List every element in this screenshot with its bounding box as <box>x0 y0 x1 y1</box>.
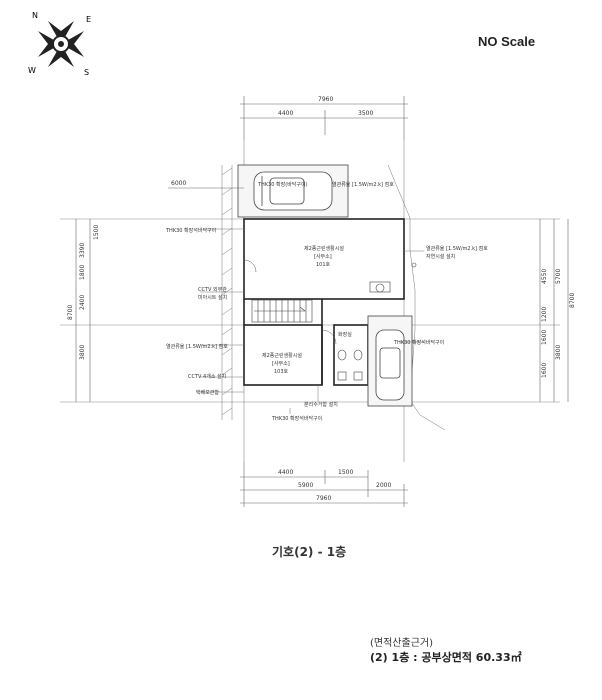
dim-left-3390: 3390 <box>79 243 86 258</box>
label-room-103-use: [사무소] <box>272 360 290 367</box>
dim-right-1600: 1600 <box>541 330 548 345</box>
dim-bottom-mid-right: 2000 <box>376 482 391 489</box>
area-calculation-line: (2) 1층 : 공부상면적 60.33㎡ <box>370 651 522 664</box>
dim-left-6000: 6000 <box>171 180 186 187</box>
dim-right-1200: 1200 <box>541 307 548 322</box>
toilet-fixtures <box>337 349 363 381</box>
dim-right-8700: 8700 <box>569 293 576 308</box>
dim-right-3800: 3800 <box>555 345 562 360</box>
label-room-103-name: 제2종근린생활시설 <box>262 352 302 359</box>
label-right-window: 열관류율 [1.5W/m2.k] 점호 <box>426 245 488 252</box>
label-cctv-top: CCTV 외부관 <box>198 286 227 293</box>
label-floor-note: 분리수거함 설치 <box>304 401 338 408</box>
dim-bottom-mid-left: 5900 <box>298 482 313 489</box>
label-cctv-top-sub: 미아시트 설치 <box>198 294 227 301</box>
label-left-window: THK30 확장석바닥구이 <box>165 227 216 234</box>
label-right-device: 자연시설 설치 <box>426 253 455 260</box>
dim-bottom-total: 7960 <box>316 495 331 502</box>
label-top-parking: THK30 확장(바닥구이) <box>257 181 308 188</box>
dim-left-2400: 2400 <box>79 295 86 310</box>
stair <box>251 299 313 323</box>
compass-s-label: S <box>84 68 89 77</box>
label-mail-box: 택배보관함 <box>196 389 219 396</box>
top-dimensions <box>240 96 408 140</box>
compass-e-label: E <box>86 15 91 24</box>
label-right-lower: THK30 확장석바닥구이 <box>393 339 444 346</box>
dim-right-4550: 4550 <box>541 269 548 284</box>
compass-icon: N E S W <box>28 11 91 77</box>
label-left-lower: 열관류율 [1.5W/m2.k] 점호 <box>166 343 228 350</box>
dim-left-3800: 3800 <box>79 345 86 360</box>
label-top-roof: 열관류율 [1.5W/m2.k] 점호 <box>332 181 394 188</box>
building-walls <box>243 218 405 386</box>
dim-bottom-inner-left: 4400 <box>278 469 293 476</box>
label-cctv-bottom: CCTV 4개소 설치 <box>188 373 226 380</box>
compass-n-label: N <box>32 11 38 20</box>
no-scale-label: NO Scale <box>478 34 536 49</box>
label-room-103-no: 103호 <box>274 369 289 375</box>
label-room-101-use: [사무소] <box>314 253 332 260</box>
fixtures-101 <box>369 262 417 293</box>
label-room-101-no: 101호 <box>316 262 331 268</box>
leader-lines <box>200 228 424 414</box>
label-bottom-note: THK30 확장석바닥구이 <box>271 415 322 422</box>
dim-top-left: 4400 <box>278 110 293 117</box>
left-dimensions <box>75 187 244 402</box>
parking-top <box>237 164 349 218</box>
dim-top-right: 3500 <box>358 110 373 117</box>
dim-right-1600b: 1600 <box>541 363 548 378</box>
dim-top-total: 7960 <box>318 96 333 103</box>
dim-right-5700: 5700 <box>555 269 562 284</box>
dim-left-1500: 1500 <box>93 225 100 240</box>
drawing-caption: 기호(2) - 1층 <box>272 545 347 559</box>
area-calculation-title: (면적산출근거) <box>370 638 434 649</box>
dim-left-1800: 1800 <box>79 265 86 280</box>
right-dimensions <box>539 219 569 402</box>
dim-left-8700: 8700 <box>67 305 74 320</box>
parking-right <box>367 315 413 407</box>
label-toilet: 화장실 <box>338 331 352 338</box>
doors <box>243 259 337 345</box>
dim-bottom-inner-right: 1500 <box>338 469 353 476</box>
bottom-dimensions <box>240 462 408 507</box>
label-room-101-name: 제2종근린생활시설 <box>304 245 344 252</box>
compass-w-label: W <box>28 66 36 75</box>
